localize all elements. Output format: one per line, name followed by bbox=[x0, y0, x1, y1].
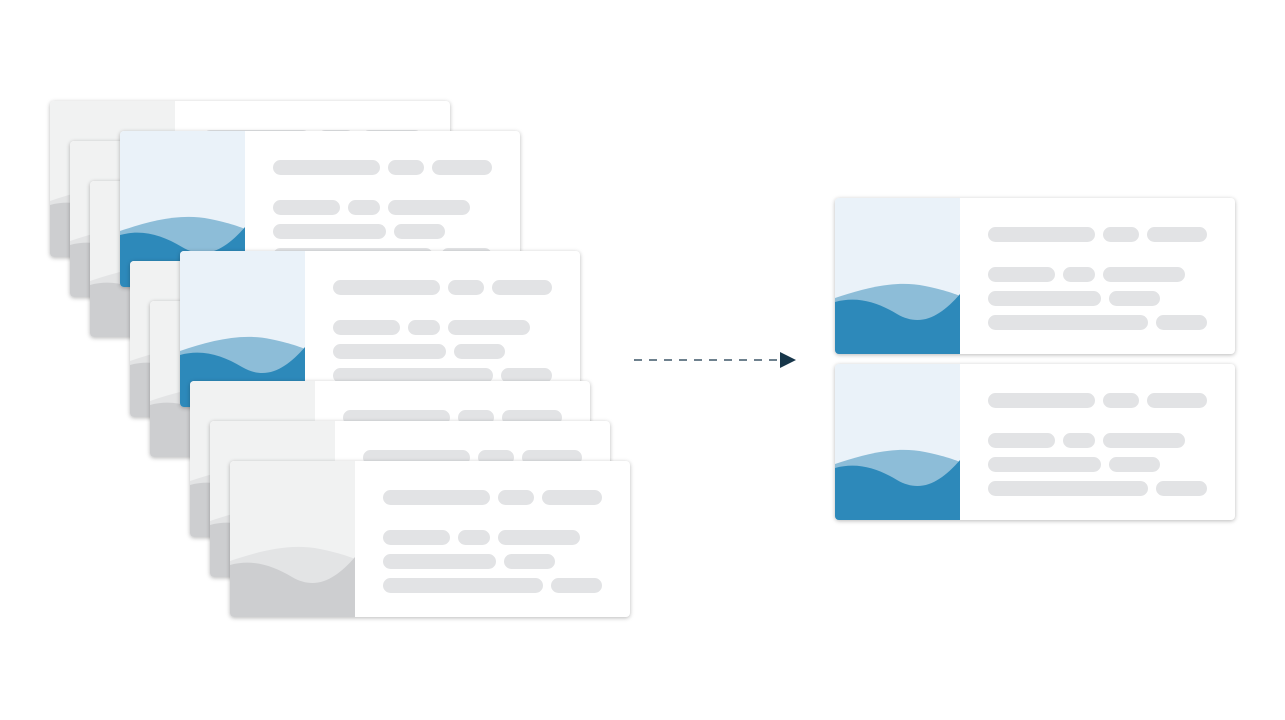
text-placeholder-line bbox=[348, 200, 380, 215]
text-placeholder-line bbox=[383, 554, 496, 569]
thumbnail-wave-dark bbox=[835, 460, 960, 520]
text-placeholder-line bbox=[988, 315, 1148, 330]
text-placeholder-line bbox=[383, 530, 450, 545]
text-placeholder-line bbox=[333, 368, 493, 383]
text-placeholder-line bbox=[988, 393, 1095, 408]
text-placeholder-line bbox=[1103, 433, 1185, 448]
text-placeholder-line bbox=[1156, 481, 1207, 496]
text-placeholder-line bbox=[988, 433, 1055, 448]
thumbnail-image-icon bbox=[230, 461, 355, 617]
text-placeholder-line bbox=[1063, 267, 1095, 282]
thumbnail-wave-dark bbox=[230, 557, 355, 617]
text-placeholder-line bbox=[542, 490, 602, 505]
arrow-head bbox=[780, 352, 796, 368]
thumbnail-image-icon bbox=[835, 364, 960, 520]
text-placeholder-line bbox=[988, 291, 1101, 306]
text-placeholder-line bbox=[498, 530, 580, 545]
text-placeholder-line bbox=[551, 578, 602, 593]
text-placeholder-line bbox=[1103, 227, 1139, 242]
text-placeholder-line bbox=[383, 578, 543, 593]
text-placeholder-line bbox=[1147, 227, 1207, 242]
text-placeholder-line bbox=[383, 490, 490, 505]
text-placeholder-line bbox=[273, 200, 340, 215]
output-card bbox=[835, 364, 1235, 520]
text-placeholder-line bbox=[432, 160, 492, 175]
text-placeholder-line bbox=[408, 320, 440, 335]
text-placeholder-line bbox=[1103, 267, 1185, 282]
text-placeholder-line bbox=[394, 224, 445, 239]
text-placeholder-line bbox=[492, 280, 552, 295]
text-placeholder-line bbox=[1109, 457, 1160, 472]
text-placeholder-line bbox=[458, 530, 490, 545]
text-placeholder-line bbox=[448, 280, 484, 295]
text-placeholder-line bbox=[333, 280, 440, 295]
text-placeholder-line bbox=[448, 320, 530, 335]
text-placeholder-line bbox=[1109, 291, 1160, 306]
text-placeholder-line bbox=[388, 160, 424, 175]
text-placeholder-line bbox=[273, 160, 380, 175]
text-placeholder-line bbox=[273, 224, 386, 239]
text-placeholder-line bbox=[1156, 315, 1207, 330]
thumbnail-wave-dark bbox=[835, 294, 960, 354]
text-placeholder-line bbox=[498, 490, 534, 505]
text-placeholder-line bbox=[333, 320, 400, 335]
text-placeholder-line bbox=[1147, 393, 1207, 408]
text-placeholder-line bbox=[988, 267, 1055, 282]
text-placeholder-line bbox=[1063, 433, 1095, 448]
text-placeholder-line bbox=[1103, 393, 1139, 408]
text-placeholder-line bbox=[388, 200, 470, 215]
text-placeholder-line bbox=[454, 344, 505, 359]
text-placeholder-line bbox=[988, 481, 1148, 496]
text-placeholder-line bbox=[988, 227, 1095, 242]
text-placeholder-line bbox=[504, 554, 555, 569]
thumbnail-image-icon bbox=[835, 198, 960, 354]
text-placeholder-line bbox=[333, 344, 446, 359]
output-card bbox=[835, 198, 1235, 354]
input-card bbox=[230, 461, 630, 617]
text-placeholder-line bbox=[501, 368, 552, 383]
text-placeholder-line bbox=[988, 457, 1101, 472]
